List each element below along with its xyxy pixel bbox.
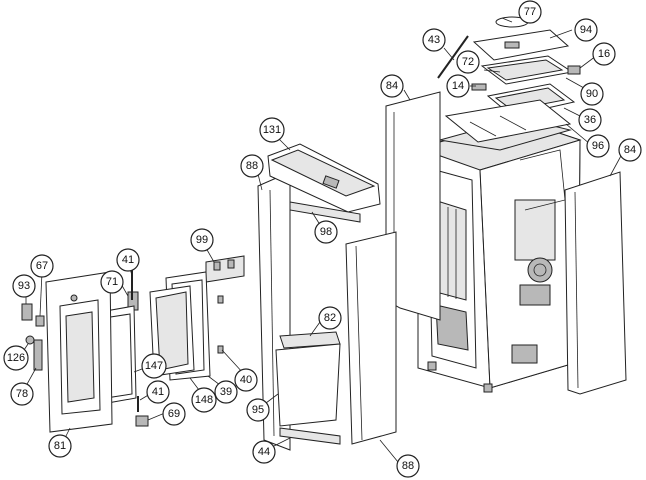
latch-93: [21, 303, 33, 321]
callout-39: 39: [214, 380, 238, 404]
svg-text:147: 147: [145, 360, 163, 372]
svg-text:84: 84: [386, 80, 398, 92]
callout-131: 131: [259, 117, 285, 143]
callout-90: 90: [580, 82, 604, 106]
top-bracket: [205, 255, 245, 283]
callout-43: 43: [422, 28, 446, 52]
callout-67: 67: [30, 254, 54, 278]
latch-67: [35, 315, 45, 327]
svg-text:82: 82: [324, 312, 336, 324]
svg-text:99: 99: [196, 234, 208, 246]
svg-text:14: 14: [452, 80, 464, 92]
callout-147: 147: [141, 353, 167, 379]
svg-text:96: 96: [592, 140, 604, 152]
lower-panel: [275, 343, 341, 427]
svg-text:88: 88: [402, 460, 414, 472]
callout-41-bottom: 41: [146, 380, 170, 404]
svg-text:98: 98: [320, 226, 332, 238]
svg-text:16: 16: [598, 48, 610, 60]
callout-69: 69: [162, 402, 186, 426]
stove-body: [416, 117, 582, 393]
svg-text:93: 93: [18, 280, 30, 292]
svg-text:71: 71: [106, 276, 118, 288]
svg-text:95: 95: [252, 404, 264, 416]
callout-98: 98: [314, 220, 338, 244]
clip-lower: [217, 345, 224, 354]
svg-text:43: 43: [428, 34, 440, 46]
callout-88-bottom: 88: [396, 454, 420, 478]
hinge-bottom: [135, 415, 149, 427]
svg-text:88: 88: [246, 160, 258, 172]
callout-71: 71: [100, 270, 124, 294]
svg-text:90: 90: [586, 88, 598, 100]
side-panel-right: [564, 171, 627, 395]
small-bracket: [471, 83, 487, 91]
svg-text:44: 44: [258, 446, 270, 458]
svg-text:67: 67: [36, 260, 48, 272]
svg-text:84: 84: [624, 144, 636, 156]
callout-77: 77: [518, 0, 542, 24]
callout-78: 78: [10, 382, 34, 406]
screw-126: [25, 335, 35, 345]
callout-96: 96: [586, 134, 610, 158]
svg-text:94: 94: [580, 24, 592, 36]
svg-text:40: 40: [240, 374, 252, 386]
callout-36: 36: [578, 108, 602, 132]
callout-99: 99: [190, 228, 214, 252]
svg-text:36: 36: [584, 114, 596, 126]
top-cover: [472, 29, 570, 61]
callout-72: 72: [456, 50, 480, 74]
svg-text:69: 69: [168, 408, 180, 420]
callout-148: 148: [191, 387, 217, 413]
callout-88-top: 88: [240, 154, 264, 178]
callout-44: 44: [252, 440, 276, 464]
upper-bar: [289, 201, 361, 223]
svg-text:39: 39: [220, 386, 232, 398]
hinge-clip: [567, 65, 581, 75]
callout-41-top: 41: [116, 248, 140, 272]
support-rod: [437, 35, 469, 79]
callout-84-left: 84: [380, 74, 404, 98]
callout-16: 16: [592, 42, 616, 66]
top-grille: [444, 99, 572, 143]
svg-text:41: 41: [152, 386, 164, 398]
svg-text:72: 72: [462, 56, 474, 68]
callout-93: 93: [12, 274, 36, 298]
callout-94: 94: [574, 18, 598, 42]
callout-40: 40: [234, 368, 258, 392]
callout-95: 95: [246, 398, 270, 422]
callout-14: 14: [446, 74, 470, 98]
clip-upper: [217, 295, 224, 304]
svg-text:77: 77: [524, 6, 536, 18]
callout-84-right: 84: [618, 138, 642, 162]
svg-text:131: 131: [263, 124, 281, 136]
callout-81: 81: [48, 434, 72, 458]
svg-text:78: 78: [16, 388, 28, 400]
bottom-bar: [279, 427, 341, 445]
handle-78: [33, 339, 43, 371]
svg-text:41: 41: [122, 254, 134, 266]
callout-126: 126: [3, 345, 29, 371]
front-door-panel: [345, 231, 397, 445]
svg-text:81: 81: [54, 440, 66, 452]
svg-text:126: 126: [7, 352, 25, 364]
svg-text:148: 148: [195, 394, 213, 406]
callout-82: 82: [318, 306, 342, 330]
